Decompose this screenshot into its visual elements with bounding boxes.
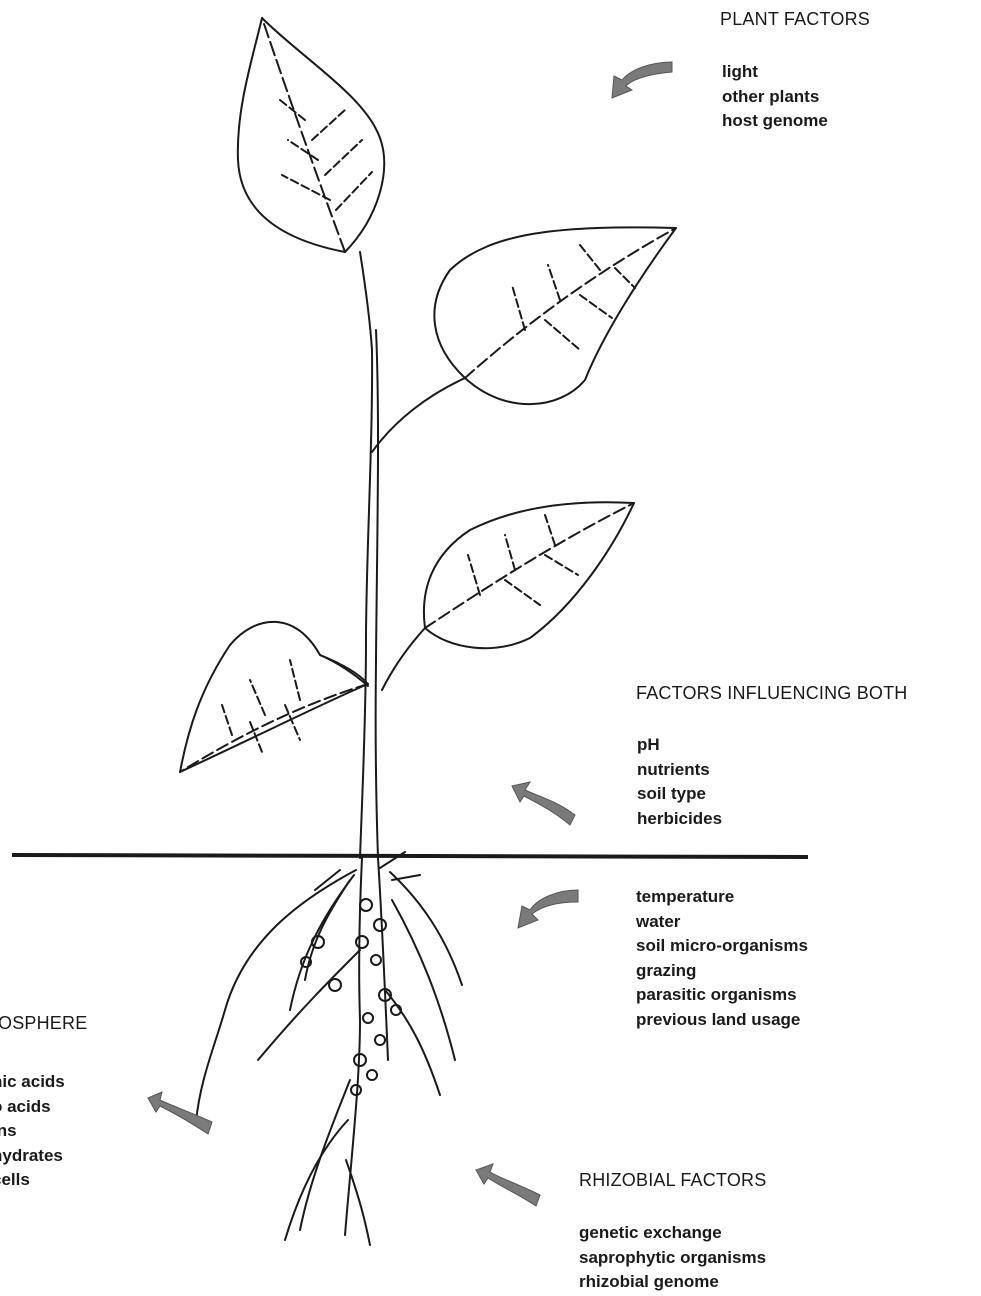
list-item: pH <box>637 733 722 758</box>
list-item: ins <box>0 1119 122 1144</box>
arrow-icon <box>612 62 672 98</box>
top-leaf <box>238 18 384 252</box>
arrow-icon <box>148 1092 212 1134</box>
list-item: temperature <box>636 885 808 910</box>
rhizosphere-list: nic acids o acids ins hydrates cells <box>0 1070 122 1193</box>
root-main <box>345 858 362 1235</box>
list-item: saprophytic organisms <box>579 1246 766 1271</box>
list-item: cells <box>0 1168 122 1193</box>
soil-factors-list: temperature water soil micro-organisms g… <box>636 885 808 1032</box>
rhizobial-factors-heading: RHIZOBIAL FACTORS <box>579 1170 766 1191</box>
list-item: host genome <box>722 109 828 134</box>
rhizobial-factors-list: genetic exchange saprophytic organisms r… <box>579 1221 766 1295</box>
plant-stem <box>360 252 372 858</box>
list-item: genetic exchange <box>579 1221 766 1246</box>
list-item: soil micro-organisms <box>636 934 808 959</box>
list-item: grazing <box>636 959 808 984</box>
list-item: previous land usage <box>636 1008 808 1033</box>
arrow-icon <box>476 1164 540 1206</box>
list-item: light <box>722 60 828 85</box>
list-item: nutrients <box>637 758 722 783</box>
list-item: rhizobial genome <box>579 1270 766 1295</box>
arrow-icon <box>518 890 578 928</box>
list-item: o acids <box>0 1095 122 1120</box>
plant-factors-list: light other plants host genome <box>722 60 828 134</box>
list-item: herbicides <box>637 807 722 832</box>
list-item: soil type <box>637 782 722 807</box>
middle-right-leaf <box>424 502 634 648</box>
arrow-icon <box>512 782 575 825</box>
list-item: hydrates <box>0 1144 122 1169</box>
upper-right-leaf <box>434 227 676 404</box>
list-item: water <box>636 910 808 935</box>
factors-influencing-both-list: pH nutrients soil type herbicides <box>637 733 722 831</box>
list-item: other plants <box>722 85 828 110</box>
list-item: parasitic organisms <box>636 983 808 1008</box>
rhizosphere-heading: OSPHERE <box>0 1013 87 1034</box>
list-item: nic acids <box>0 1070 122 1095</box>
soil-line <box>12 855 808 857</box>
left-leaf <box>180 622 368 772</box>
factors-influencing-both-heading: FACTORS INFLUENCING BOTH <box>636 683 908 704</box>
plant-factors-heading: PLANT FACTORS <box>720 9 870 30</box>
